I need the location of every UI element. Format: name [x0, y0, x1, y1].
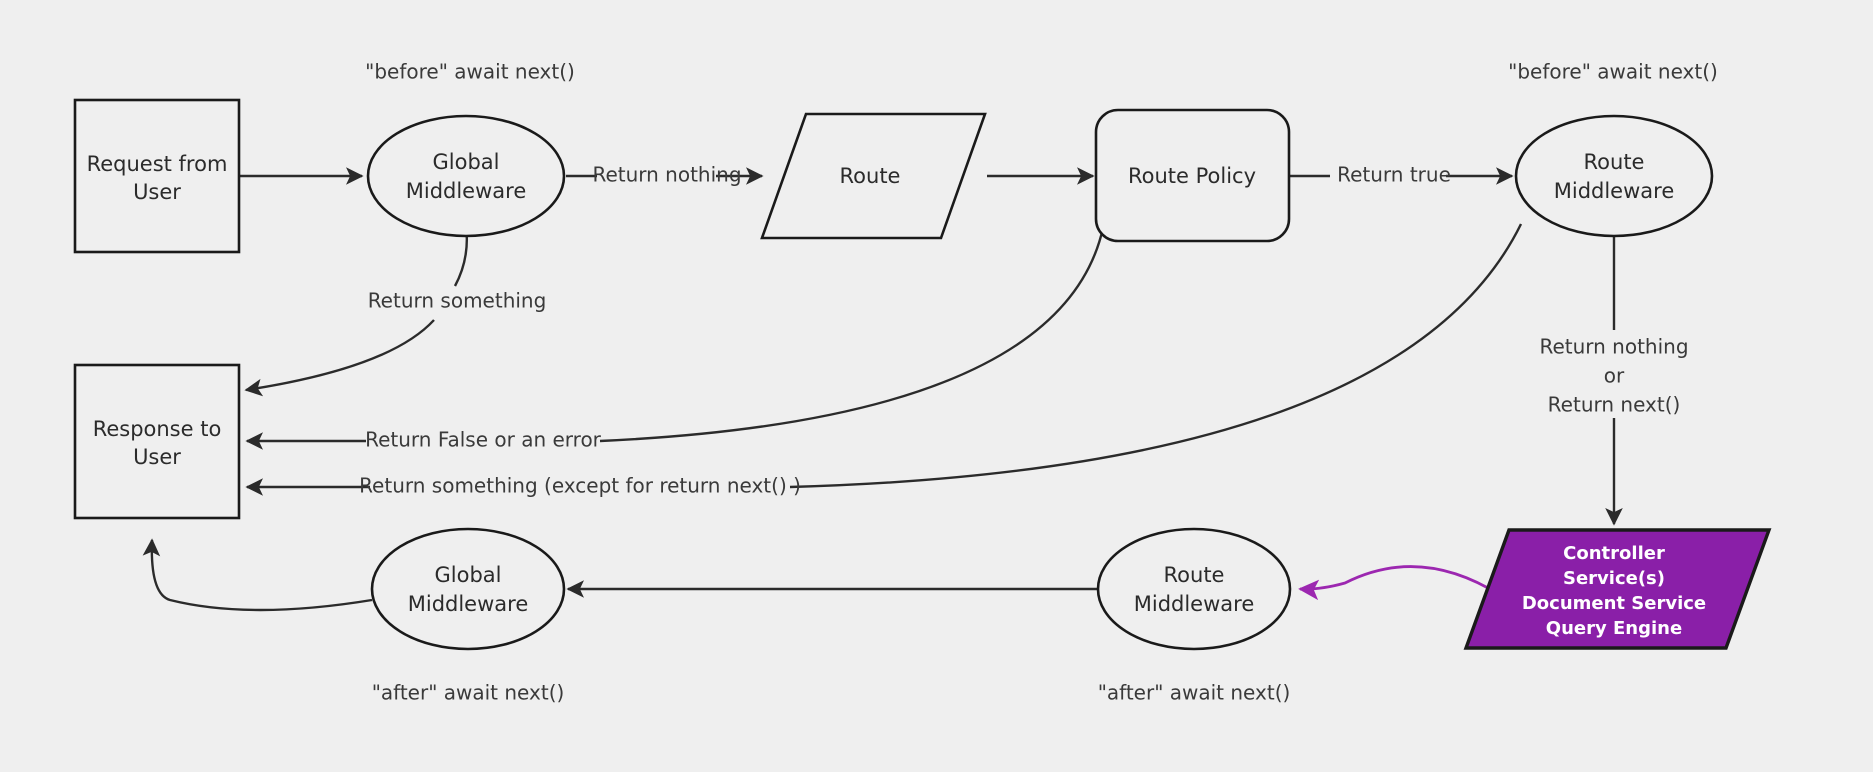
global-middleware-after-label-line1: Global	[435, 563, 502, 587]
edge-route-policy-return-false-curve	[599, 227, 1105, 443]
node-response-to-user[interactable]: Response to User	[73, 363, 241, 520]
global-middleware-after-label-line2: Middleware	[408, 592, 529, 616]
request-from-user-shape	[73, 98, 241, 254]
request-from-user-label-line1: Request from	[87, 152, 228, 176]
global-middleware-after-shape	[370, 527, 566, 651]
edge-label-return-nothing-or-next-line3: Return next()	[1548, 393, 1681, 417]
node-controller-services[interactable]: Controller Service(s) Document Service Q…	[1463, 528, 1772, 650]
edge-global-middleware-after-to-response	[142, 538, 373, 612]
response-to-user-shape	[73, 363, 241, 520]
route-label: Route	[840, 164, 901, 188]
response-to-user-label-line1: Response to	[93, 417, 222, 441]
node-request-from-user[interactable]: Request from User	[73, 98, 241, 254]
edge-label-return-nothing-or-next-line1: Return nothing	[1539, 335, 1688, 359]
node-global-middleware-before[interactable]: Global Middleware	[366, 114, 566, 238]
edge-label-return-true: Return true	[1337, 163, 1451, 187]
request-from-user-label-line2: User	[133, 180, 181, 204]
route-middleware-before-label-line2: Middleware	[1554, 179, 1675, 203]
route-middleware-after-label-line1: Route	[1164, 563, 1225, 587]
controller-services-label-line3: Document Service	[1522, 593, 1706, 614]
route-shape	[760, 112, 987, 240]
route-middleware-before-shape	[1514, 114, 1714, 238]
edge-label-return-nothing-or-next-line2: or	[1604, 364, 1625, 388]
response-to-user-label-line2: User	[133, 445, 181, 469]
edge-label-return-nothing: Return nothing	[592, 163, 741, 187]
node-route-middleware-before[interactable]: Route Middleware	[1514, 114, 1714, 238]
route-middleware-after-label-line2: Middleware	[1134, 592, 1255, 616]
annotation-before-await-next-global: "before" await next()	[365, 60, 575, 84]
global-middleware-before-label-line2: Middleware	[406, 179, 527, 203]
annotation-after-await-next-route: "after" await next()	[1098, 681, 1291, 705]
annotation-before-await-next-route: "before" await next()	[1508, 60, 1718, 84]
global-middleware-before-label-line1: Global	[433, 150, 500, 174]
global-middleware-before-shape	[366, 114, 566, 238]
route-middleware-after-shape	[1096, 527, 1292, 651]
annotation-after-await-next-global: "after" await next()	[372, 681, 565, 705]
edge-label-return-something: Return something	[368, 289, 547, 313]
edge-controller-to-route-middleware-after	[1298, 565, 1501, 601]
route-middleware-before-label-line1: Route	[1584, 150, 1645, 174]
controller-services-label-line4: Query Engine	[1546, 618, 1682, 639]
node-route-policy[interactable]: Route Policy	[1094, 108, 1291, 243]
edge-global-middleware-return-something-lower	[244, 319, 435, 397]
node-route-middleware-after[interactable]: Route Middleware	[1096, 527, 1292, 651]
node-global-middleware-after[interactable]: Global Middleware	[370, 527, 566, 651]
route-policy-label: Route Policy	[1128, 164, 1256, 188]
controller-services-label-line2: Service(s)	[1563, 568, 1665, 589]
edge-route-middleware-return-something-curve	[789, 223, 1523, 489]
edge-label-return-something-except: Return something (except for return next…	[359, 474, 801, 498]
controller-services-shape	[1463, 528, 1772, 650]
controller-services-label-line1: Controller	[1563, 543, 1665, 564]
edge-label-return-false-or-error: Return False or an error	[365, 428, 602, 452]
node-route[interactable]: Route	[760, 112, 987, 240]
route-policy-shape	[1094, 108, 1291, 243]
